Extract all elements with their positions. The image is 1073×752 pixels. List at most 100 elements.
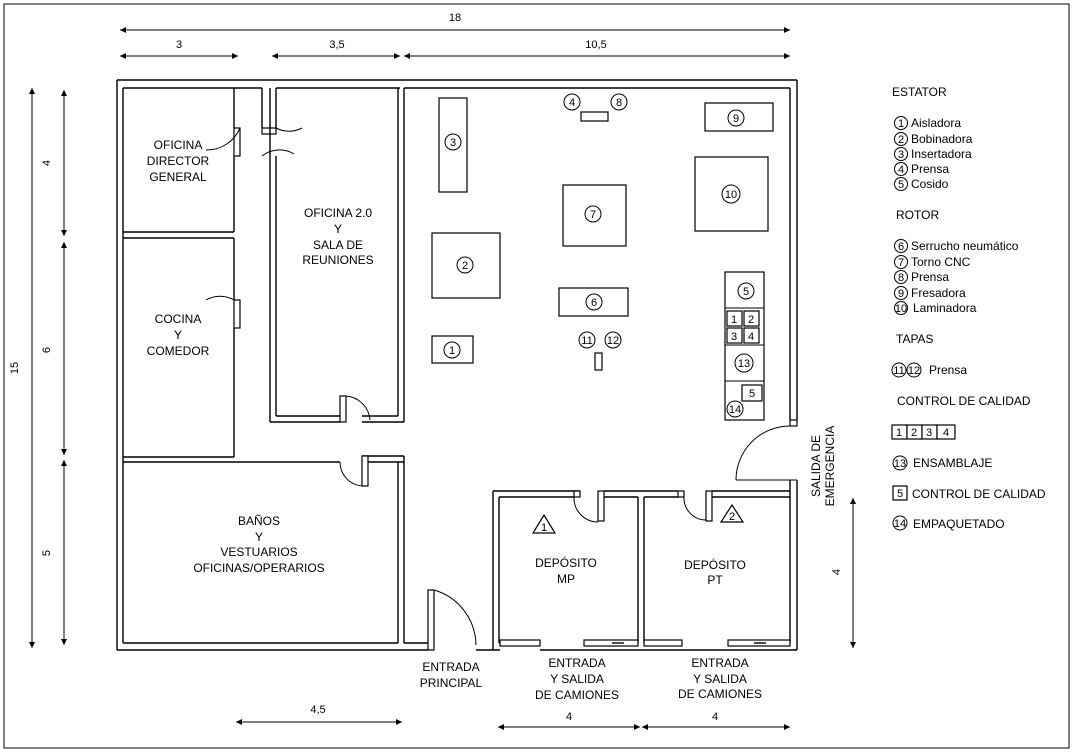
room-labels: OFICINA DIRECTOR GENERAL COCINA Y COMEDO…: [147, 138, 837, 702]
legend-estator-5-label: Cosido: [911, 177, 949, 191]
machine-7-number: 7: [590, 209, 596, 221]
quality-box-3: [726, 327, 743, 344]
entrance-camiones-mp-line3: DE CAMIONES: [535, 688, 619, 702]
legend-tapas-12-num: 12: [908, 365, 920, 377]
legend-estator-2-icon: [894, 132, 908, 146]
entrance-camiones-mp-line2: Y SALIDA: [550, 672, 604, 686]
dim-bottom-mp: 4: [566, 711, 572, 723]
machine-14-number: 14: [729, 404, 741, 416]
machines: 3 4 8 9 10 7 2 6 1 11 12: [431, 93, 774, 421]
legend-rotor-6-label: Serrucho neumático: [911, 239, 1019, 253]
dim-bottom-left: 4,5: [310, 704, 325, 716]
dimension-lines: 18 3 3,5 10,5 15 4 6 5 4,5 4 4 4: [9, 12, 856, 730]
warning-triangle-mp-icon: [531, 513, 557, 534]
machine-1-marker-icon: [443, 341, 461, 359]
legend-ensamblaje-icon: [892, 455, 908, 471]
legend-estator-5-num: 5: [898, 179, 904, 191]
legend-rotor-7-label: Torno CNC: [911, 255, 971, 269]
legend-tapas-11-num: 11: [893, 365, 904, 377]
legend-rotor-7-icon: [894, 255, 908, 269]
quality-box-1: [726, 310, 743, 327]
machine-8-marker-icon: [610, 93, 628, 111]
legend-estator-1-num: 1: [898, 118, 904, 130]
legend-control-label: CONTROL DE CALIDAD: [912, 487, 1046, 501]
quality-box-5-number: 5: [749, 388, 755, 400]
room-oficina20-line3: SALA DE: [313, 238, 363, 252]
machine-13-number: 13: [738, 358, 750, 370]
room-oficina20-line1: OFICINA 2.0: [304, 206, 372, 220]
room-banos-line4: OFICINAS/OPERARIOS: [193, 561, 324, 575]
legend-estator-2-label: Bobinadora: [911, 132, 973, 146]
room-banos-line2: Y: [255, 530, 263, 544]
machine-7-marker-icon: [584, 205, 602, 223]
machine-11-number: 11: [581, 335, 592, 347]
machine-10-number: 10: [725, 189, 737, 201]
quality-box-3-number: 3: [731, 331, 737, 343]
legend: ESTATOR 1 Aisladora 2 Bobinadora 3 Inser…: [891, 85, 1046, 531]
machine-prensa-tapas: [594, 352, 603, 371]
dim-left-bottom: 5: [41, 550, 53, 556]
warning-mp-number: 1: [541, 522, 547, 534]
legend-estator-5-icon: [894, 177, 908, 191]
machine-14-marker-icon: [726, 400, 744, 418]
warning-pt-number: 2: [729, 511, 735, 523]
legend-rotor-8-label: Prensa: [911, 270, 949, 284]
legend-rotor-9-icon: [894, 286, 908, 300]
legend-empaquetado-num: 14: [894, 518, 906, 530]
machine-2-number: 2: [462, 260, 468, 272]
dim-top-mid: 3,5: [329, 39, 344, 51]
legend-tapas-label: Prensa: [929, 363, 967, 377]
machine-5-number: 5: [743, 286, 749, 298]
drawing-frame: [3, 3, 1070, 749]
legend-rotor-10-label: Laminadora: [913, 301, 977, 315]
machine-12-number: 12: [607, 335, 619, 347]
legend-rotor-7-num: 7: [898, 257, 904, 269]
legend-estator-2-num: 2: [898, 134, 904, 146]
machine-6-number: 6: [591, 297, 597, 309]
machine-2-marker-icon: [456, 256, 474, 274]
machine-1-number: 1: [449, 345, 455, 357]
quality-box-4-number: 4: [748, 331, 754, 343]
machine-10-marker-icon: [721, 184, 741, 204]
room-cocina-line2: Y: [174, 328, 182, 342]
machine-9-number: 9: [733, 113, 739, 125]
room-oficina20-line2: Y: [334, 222, 342, 236]
entrance-principal-line1: ENTRADA: [422, 660, 479, 674]
legend-estator-1-icon: [894, 116, 908, 130]
legend-cc-box-4-num: 4: [943, 427, 949, 439]
quality-box-4: [743, 327, 760, 344]
room-director-line1: OFICINA: [154, 138, 203, 152]
legend-rotor-9-label: Fresadora: [911, 286, 966, 300]
legend-cc-box-2-num: 2: [911, 427, 917, 439]
machine-5-marker-icon: [737, 282, 755, 300]
legend-estator-3-num: 3: [898, 149, 904, 161]
legend-rotor-8-num: 8: [898, 272, 904, 284]
legend-rotor-10-num: 10: [895, 303, 907, 315]
room-cocina-line1: COCINA: [155, 312, 202, 326]
legend-ensamblaje-label: ENSAMBLAJE: [913, 456, 992, 470]
quality-control-box-5: [741, 384, 763, 402]
machine-4-marker-icon: [563, 93, 581, 111]
dim-left-top: 4: [41, 160, 53, 166]
dim-right: 4: [831, 569, 843, 575]
legend-tapas-12-icon: [906, 362, 922, 378]
legend-empaquetado-label: EMPAQUETADO: [913, 517, 1005, 531]
machine-9-marker-icon: [727, 109, 745, 127]
room-deposito-pt-line1: DEPÓSITO: [684, 557, 746, 572]
room-deposito-mp-line1: DEPÓSITO: [535, 555, 597, 570]
machine-6-marker-icon: [585, 293, 603, 311]
legend-control-num: 5: [897, 488, 903, 500]
dim-left-total: 15: [9, 362, 21, 374]
legend-control-box: [892, 485, 908, 501]
dim-top-left: 3: [176, 39, 182, 51]
room-director-line3: GENERAL: [149, 170, 207, 184]
legend-estator-1-label: Aisladora: [911, 116, 961, 130]
legend-rotor-title: ROTOR: [896, 208, 939, 222]
room-banos-line1: BAÑOS: [238, 514, 280, 528]
machine-4-number: 4: [569, 97, 575, 109]
exit-emergencia-line1: SALIDA DE: [809, 435, 823, 497]
entrance-principal-line2: PRINCIPAL: [420, 676, 483, 690]
legend-cc-box-1-num: 1: [896, 427, 902, 439]
dim-top-total: 18: [449, 12, 461, 24]
